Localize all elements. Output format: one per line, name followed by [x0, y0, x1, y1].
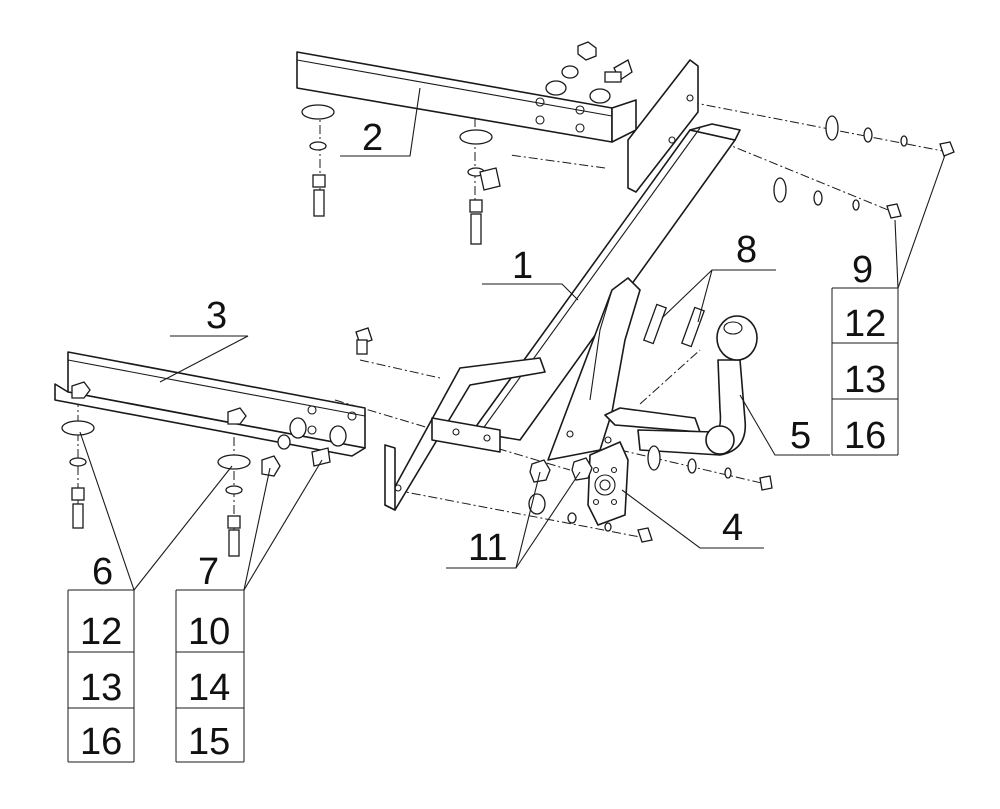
- callout-labels: 2 1 3 8 9 5 4 11 6 7 12 13 16 12 13 16 1…: [80, 117, 886, 763]
- label-part-7: 7: [198, 551, 219, 593]
- table-right-cell: 13: [844, 359, 886, 401]
- label-part-8: 8: [736, 229, 757, 271]
- label-part-5: 5: [790, 415, 811, 457]
- label-part-3: 3: [206, 295, 227, 337]
- towball-5: [637, 315, 758, 456]
- table-right-cell: 16: [844, 415, 886, 457]
- table-left-b-cell: 10: [188, 611, 230, 653]
- label-part-9: 9: [852, 249, 873, 291]
- table-right: [831, 288, 899, 456]
- table-left-b-cell: 14: [188, 667, 230, 709]
- hardware: [61, 41, 955, 557]
- label-part-2: 2: [362, 117, 383, 159]
- table-left-b: [175, 590, 245, 763]
- table-left-a-cell: 13: [80, 667, 122, 709]
- table-left-a: [67, 590, 135, 763]
- main-crossbeam-1: [384, 59, 741, 511]
- table-right-cell: 12: [844, 303, 886, 345]
- bracket-3: [54, 351, 366, 457]
- label-part-6: 6: [92, 551, 113, 593]
- table-left-a-cell: 12: [80, 611, 122, 653]
- table-left-a-cell: 16: [80, 721, 122, 763]
- label-part-1: 1: [512, 245, 533, 287]
- label-part-4: 4: [722, 507, 743, 549]
- bracket-2: [296, 51, 637, 143]
- towball-mount: [547, 277, 701, 461]
- leader-lines: [68, 87, 946, 591]
- label-part-11: 11: [468, 527, 507, 569]
- socket-plate-4: [587, 441, 629, 526]
- table-left-b-cell: 15: [188, 721, 230, 763]
